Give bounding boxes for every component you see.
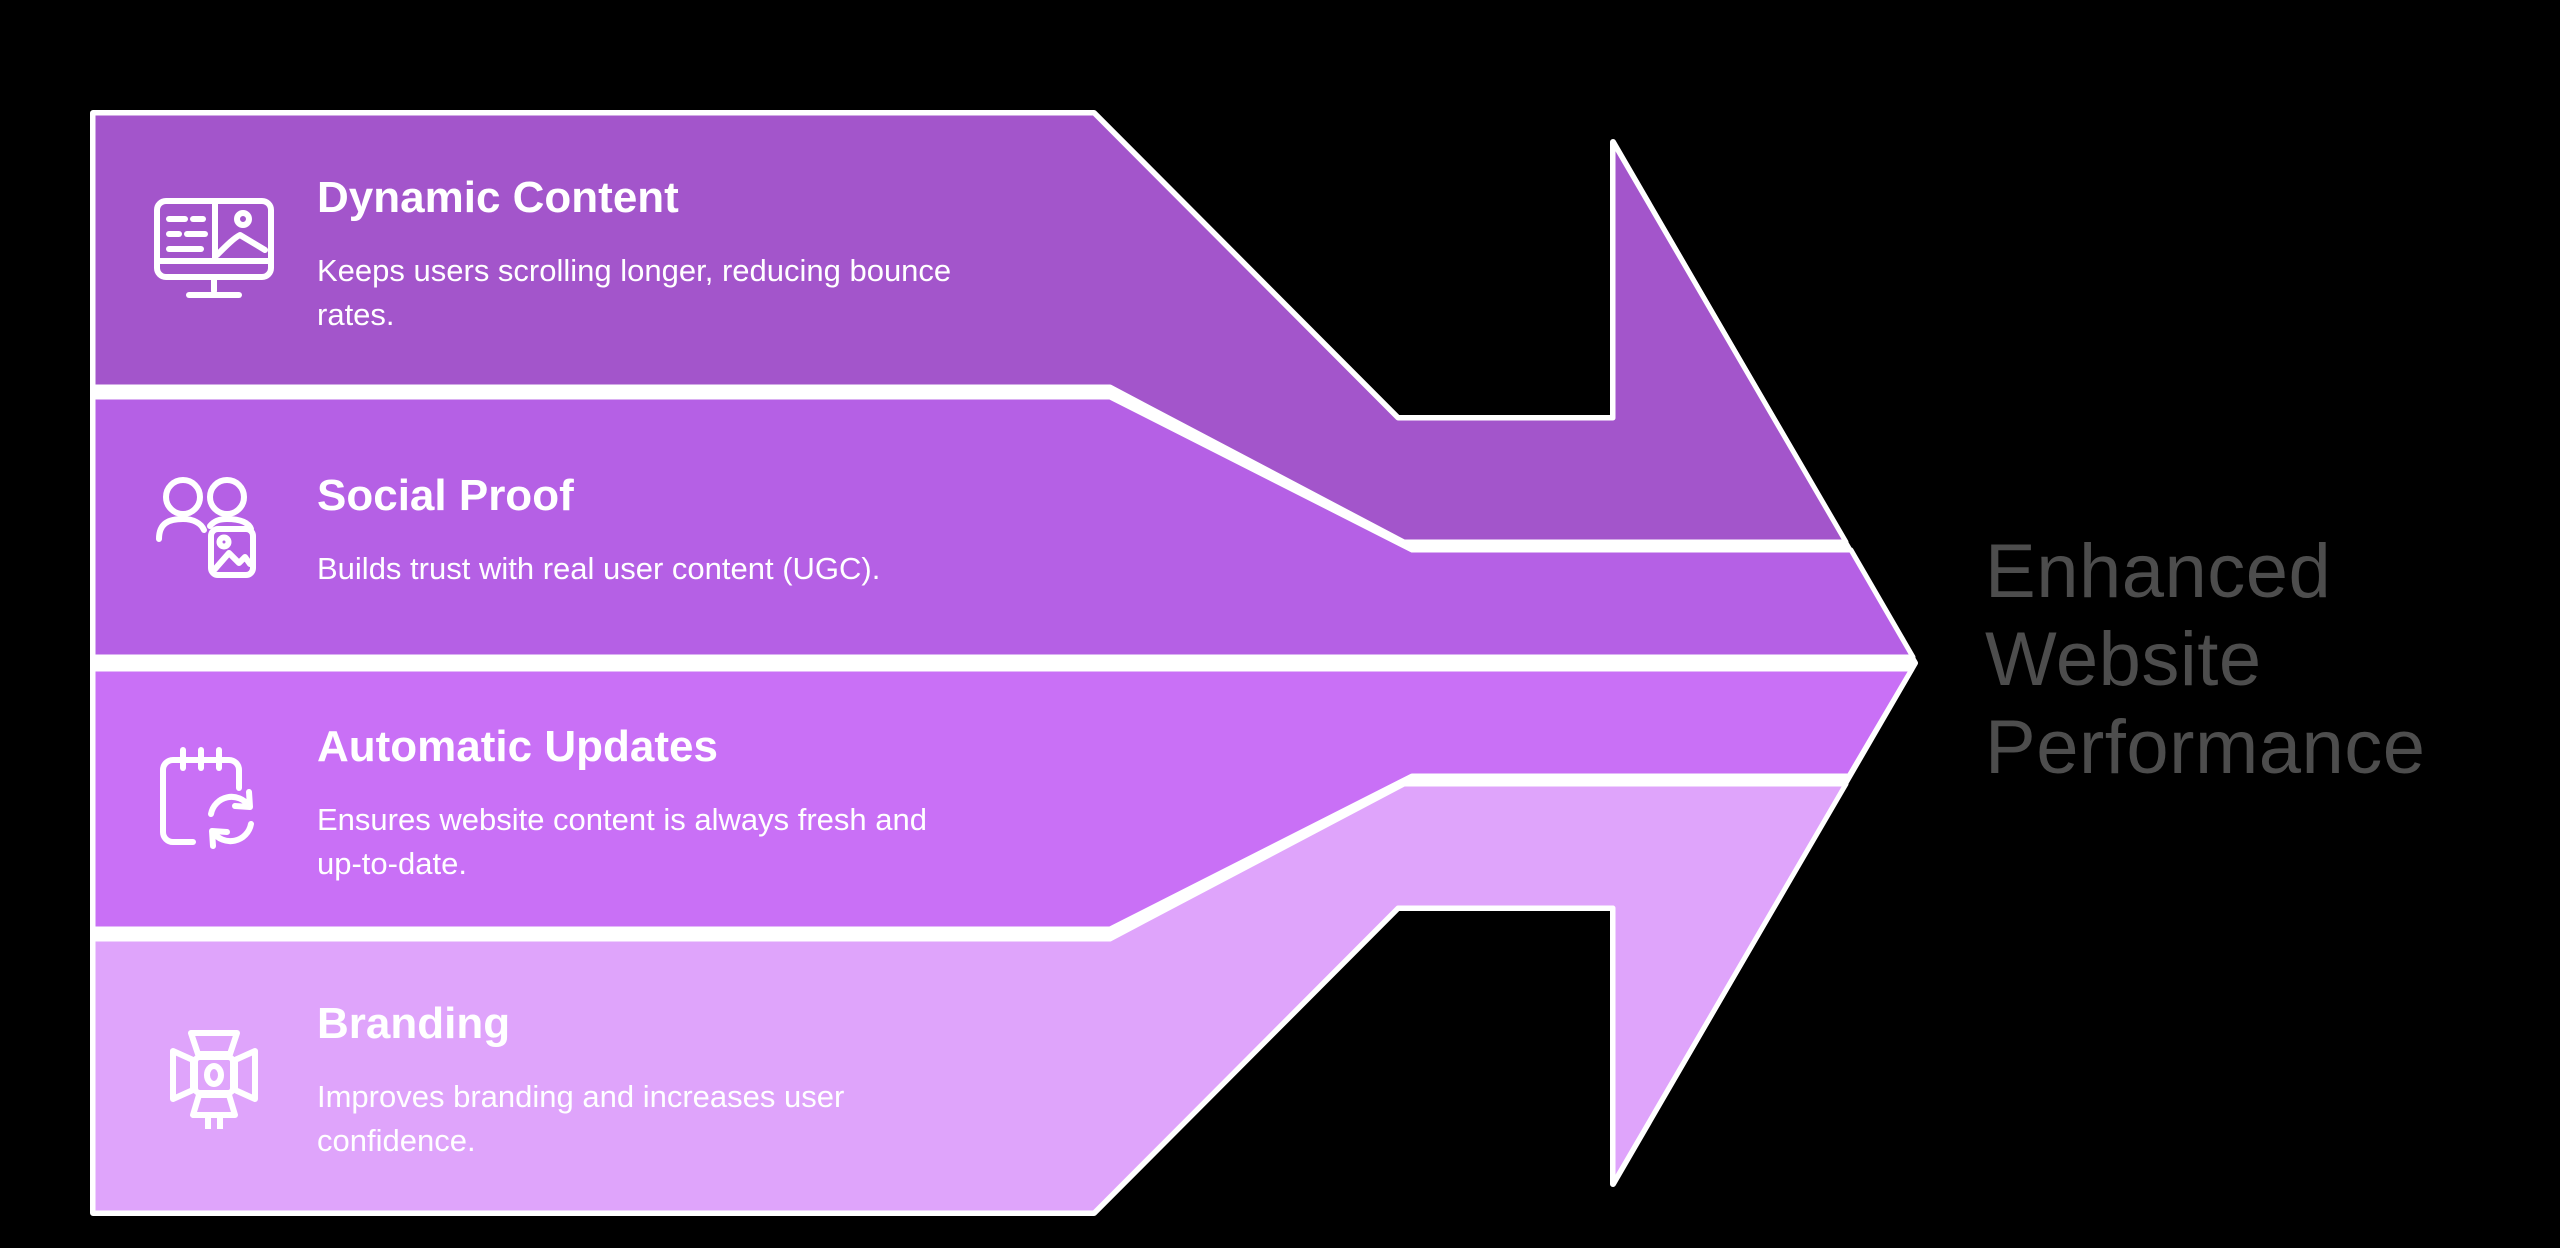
section-branding: Branding Improves branding and increases… [153, 939, 877, 1213]
section-automatic-updates: Automatic Updates Ensures website conten… [153, 669, 977, 929]
result-line: Website [1985, 617, 2262, 702]
notepad-refresh-icon [153, 746, 275, 852]
section-text: Branding Improves branding and increases… [317, 989, 877, 1163]
section-description: Keeps users scrolling longer, reducing b… [317, 253, 952, 332]
section-dynamic-content: Dynamic Content Keeps users scrolling lo… [153, 113, 1017, 387]
section-title: Social Proof [317, 471, 574, 520]
band-1-shape [90, 110, 1849, 545]
section-description: Ensures website content is always fresh … [317, 802, 927, 881]
section-description: Improves branding and increases user con… [317, 1079, 845, 1158]
band-4-shape [90, 781, 1849, 1216]
spotlight-icon [153, 1023, 275, 1129]
section-title: Branding [317, 999, 511, 1048]
users-photo-icon [153, 473, 275, 579]
section-title: Automatic Updates [317, 722, 718, 771]
result-line: Performance [1985, 705, 2426, 790]
band-3-shape [90, 666, 1915, 932]
section-description: Builds trust with real user content (UGC… [317, 551, 881, 586]
section-text: Automatic Updates Ensures website conten… [317, 712, 977, 886]
section-title: Dynamic Content [317, 173, 679, 222]
section-text: Social Proof Builds trust with real user… [317, 461, 1097, 591]
section-social-proof: Social Proof Builds trust with real user… [153, 397, 1097, 655]
result-label: Enhanced Website Performance [1985, 528, 2426, 792]
monitor-content-icon [153, 197, 275, 303]
section-text: Dynamic Content Keeps users scrolling lo… [317, 163, 1017, 337]
band-2-shape [90, 394, 1916, 660]
result-line: Enhanced [1985, 529, 2332, 614]
